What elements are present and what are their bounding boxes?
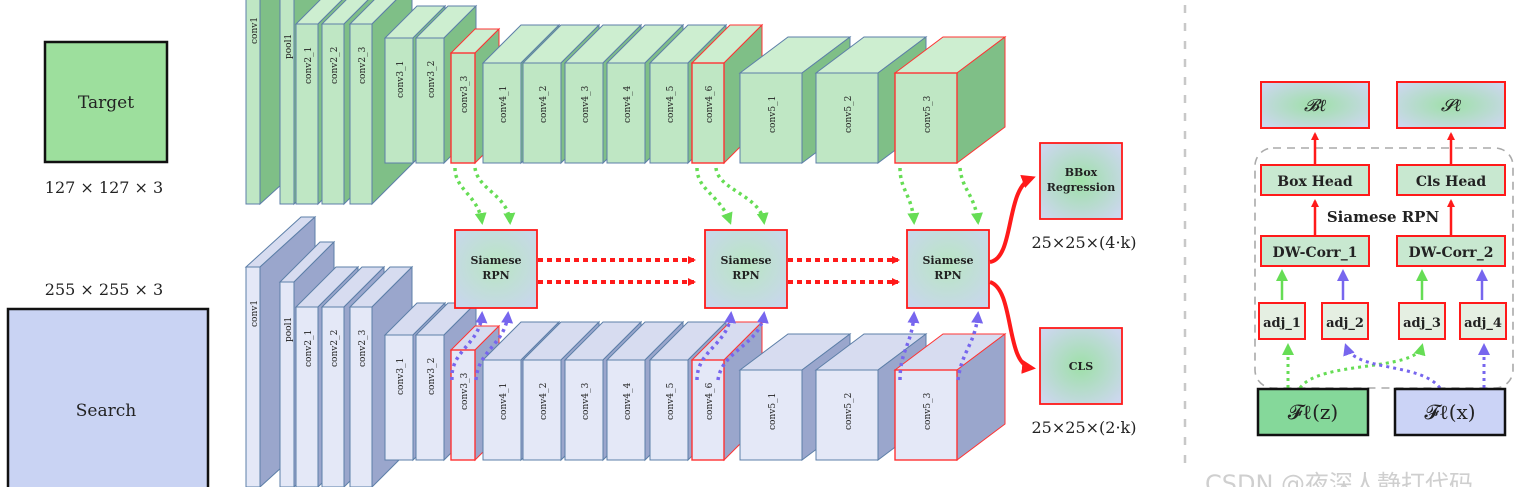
target-dims: 127 × 127 × 3 — [45, 178, 163, 197]
cls-dims: 25×25×(2·k) — [1032, 418, 1137, 437]
cls-box — [1039, 327, 1123, 405]
search-label: Search — [76, 401, 136, 421]
rpn-block-label: RPN — [482, 269, 509, 282]
layer-label: conv3_3 — [460, 372, 470, 410]
adj-label: adj_3 — [1403, 316, 1441, 331]
layer-label: conv2_2 — [330, 330, 340, 367]
layer-label: conv4_1 — [499, 383, 509, 420]
b-output-label: 𝓑ℓ — [1304, 96, 1326, 116]
box-head-label: Box Head — [1277, 174, 1353, 190]
target-label: Target — [78, 93, 134, 113]
layer-label: conv4_3 — [581, 382, 591, 420]
layer-label: conv4_5 — [666, 85, 676, 123]
layer-label: pool1 — [284, 34, 294, 59]
layer-label: conv1 — [250, 300, 260, 327]
bbox-output-arrow — [989, 174, 1036, 264]
cls-output-arrow — [989, 280, 1036, 374]
cls-head-label: Cls Head — [1416, 174, 1486, 190]
template-feature-arrows — [453, 167, 983, 225]
cls-label: CLS — [1069, 360, 1093, 373]
dw-corr-2 — [1396, 235, 1506, 267]
adj-box-4: adj_4 — [1459, 302, 1507, 340]
layer-label: conv4_2 — [539, 383, 549, 420]
layer-label: conv3_2 — [427, 61, 437, 98]
layer-conv5_3: conv5_3 — [893, 333, 1007, 461]
layer-label: conv2_3 — [358, 329, 368, 367]
fz-label: 𝓕ℓ(z) — [1288, 400, 1338, 424]
dw-corr-1-label: DW-Corr_1 — [1273, 245, 1358, 261]
layer-label: conv4_6 — [705, 382, 715, 420]
layer-label: conv5_1 — [768, 393, 778, 430]
layer-label: conv5_3 — [923, 95, 933, 133]
search-dims: 255 × 255 × 3 — [45, 280, 163, 299]
layer-label: conv5_2 — [844, 96, 854, 133]
layer-label: conv3_1 — [396, 358, 406, 395]
layer-label: conv4_1 — [499, 86, 509, 123]
b-output-box — [1260, 81, 1370, 129]
layer-label: conv5_3 — [923, 392, 933, 430]
layer-label: conv4_4 — [623, 382, 633, 420]
rpn-block-label: RPN — [732, 269, 759, 282]
bbox-regression-box — [1039, 142, 1123, 220]
target-input-box — [43, 40, 169, 164]
layer-label: conv4_2 — [539, 86, 549, 123]
dw-corr-2-label: DW-Corr_2 — [1409, 245, 1494, 261]
search-input-box — [6, 307, 210, 487]
adj-box-1: adj_1 — [1258, 302, 1306, 340]
layer-label: conv5_2 — [844, 393, 854, 430]
fx-feature-box — [1393, 387, 1507, 437]
cls-head — [1396, 164, 1506, 196]
box-head — [1260, 164, 1370, 196]
adj-label: adj_1 — [1263, 316, 1301, 331]
layer-label: conv3_1 — [396, 61, 406, 98]
adj-box-2: adj_2 — [1321, 302, 1369, 340]
adj-label: adj_2 — [1326, 316, 1364, 331]
rpn-block-label: RPN — [934, 269, 961, 282]
layer-label: conv2_1 — [304, 330, 314, 367]
layer-label: conv2_3 — [358, 46, 368, 84]
layer-label: conv3_3 — [460, 75, 470, 113]
layer-label: conv2_1 — [304, 47, 314, 84]
fz-feature-box — [1256, 387, 1370, 437]
rpn-block-label: Siamese — [922, 254, 973, 267]
layer-label: conv3_2 — [427, 358, 437, 395]
layer-label: conv5_1 — [768, 96, 778, 133]
layer-label: conv4_4 — [623, 85, 633, 123]
layer-label: conv4_5 — [666, 382, 676, 420]
layer-label: conv4_6 — [705, 85, 715, 123]
bbox-dims: 25×25×(4·k) — [1032, 233, 1137, 252]
rpn-block-label: Siamese — [470, 254, 521, 267]
layer-conv5_3: conv5_3 — [893, 36, 1007, 164]
rpn-block-label: Siamese — [720, 254, 771, 267]
fx-label: 𝓕ℓ(x) — [1424, 400, 1475, 424]
rpn-dashed-frame — [1254, 147, 1514, 389]
adj-boxes: adj_1 adj_2 adj_3 adj_4 — [1258, 302, 1507, 340]
adj-label: adj_4 — [1464, 316, 1502, 331]
s-output-box — [1396, 81, 1506, 129]
rpn-aggregation-arrows — [538, 256, 900, 286]
layer-label: pool1 — [284, 317, 294, 342]
layer-label: conv1 — [250, 17, 260, 44]
layer-label: conv2_2 — [330, 47, 340, 84]
adj-box-3: adj_3 — [1398, 302, 1446, 340]
siamese-rpn-title: Siamese RPN — [1327, 208, 1440, 226]
layer-label: conv4_3 — [581, 85, 591, 123]
watermark: CSDN @夜深人静打代码 — [1205, 470, 1473, 487]
search-feature-arrows — [450, 311, 984, 381]
siamese-rpn-detail-panel: 𝓑ℓ 𝓢ℓ Box Head Cls Head Siamese RPN DW-C… — [1254, 81, 1514, 437]
s-output-label: 𝓢ℓ — [1441, 96, 1461, 116]
